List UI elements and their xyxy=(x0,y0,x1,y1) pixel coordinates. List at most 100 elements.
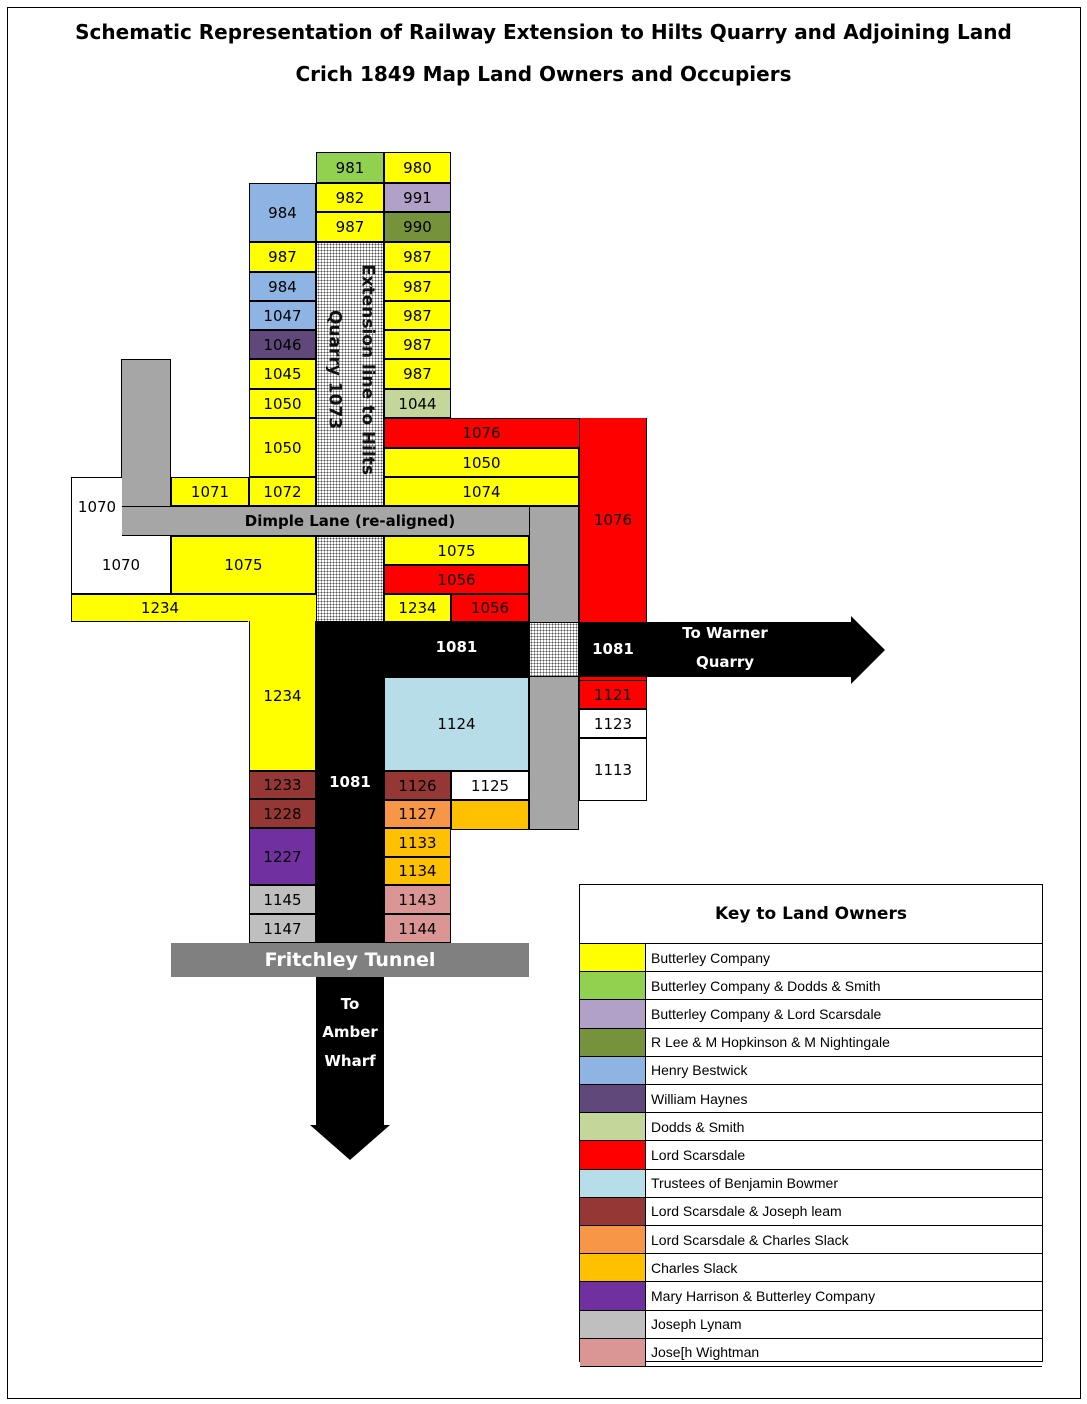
fritchley-tunnel xyxy=(171,943,529,977)
parcel-1076-label: 1076 xyxy=(593,511,633,529)
railway-crossing xyxy=(529,622,579,677)
fritchley-tunnel-label: Fritchley Tunnel xyxy=(264,949,436,971)
parcel-987: 987 xyxy=(384,272,451,301)
parcel-1134: 1134 xyxy=(384,857,451,885)
parcel-987: 987 xyxy=(316,212,384,242)
dimple-lane-north-arm xyxy=(121,359,171,507)
amber-wharf-arrow xyxy=(310,977,390,1160)
legend-item: Butterley Company & Lord Scarsdale xyxy=(580,1000,1042,1029)
parcel-984: 984 xyxy=(249,183,316,242)
legend-item: R Lee & M Hopkinson & M Nightingale xyxy=(580,1028,1042,1057)
parcel-1127: 1127 xyxy=(384,800,451,828)
railway-1081-label: 1081 xyxy=(435,638,478,656)
to-amber-wharf-line3: Wharf xyxy=(324,1052,376,1070)
legend-item: Charles Slack xyxy=(580,1254,1042,1283)
legend-swatch xyxy=(580,1141,646,1169)
legend-swatch xyxy=(580,1254,646,1282)
legend-swatch xyxy=(580,1169,646,1197)
legend-item: Joseph Lynam xyxy=(580,1310,1042,1339)
parcel-1070: 1070 xyxy=(71,536,171,594)
warner-arrow xyxy=(579,616,885,684)
legend-item: Trustees of Benjamin Bowmer xyxy=(580,1169,1042,1198)
parcel-1126: 1126 xyxy=(384,771,451,800)
railway-1081-label: 1081 xyxy=(592,640,634,658)
parcel-987: 987 xyxy=(249,242,316,272)
legend-label: Jose[h Wightman xyxy=(651,1344,760,1361)
legend-item: Lord Scarsdale & Charles Slack xyxy=(580,1226,1042,1255)
quarry-1073 xyxy=(316,242,384,506)
parcel-984: 984 xyxy=(249,272,316,301)
to-warner-quarry-line1: To Warner xyxy=(682,624,768,642)
parcel-1071: 1071 xyxy=(171,477,249,506)
parcel-1234: 1234 xyxy=(71,594,249,622)
parcel-987: 987 xyxy=(384,242,451,272)
parcel-1144: 1144 xyxy=(384,914,451,943)
parcel-1143: 1143 xyxy=(384,885,451,914)
map-title: Schematic Representation of Railway Exte… xyxy=(75,20,1012,44)
legend-label: Lord Scarsdale & Joseph leam xyxy=(651,1203,842,1220)
legend-label: William Haynes xyxy=(651,1090,748,1107)
legend-item: William Haynes xyxy=(580,1085,1042,1114)
parcel-1045: 1045 xyxy=(249,359,316,389)
railway-1081-horizontal xyxy=(316,622,529,677)
legend-swatch xyxy=(580,1085,646,1113)
legend-item: Mary Harrison & Butterley Company xyxy=(580,1282,1042,1311)
legend-swatch xyxy=(580,972,646,1000)
map-frame xyxy=(7,7,1081,1399)
legend-item: Henry Bestwick xyxy=(580,1056,1042,1085)
legend-title: Key to Land Owners xyxy=(580,885,1042,944)
extension-corridor xyxy=(316,536,384,622)
to-amber-wharf-line1: To xyxy=(340,995,360,1013)
extension-line-label: Extension line to Hilts xyxy=(357,264,378,476)
railway-1081-vertical xyxy=(316,677,384,943)
map-subtitle: Crich 1849 Map Land Owners and Occupiers xyxy=(295,62,792,86)
parcel-990: 990 xyxy=(384,212,451,242)
legend-swatch xyxy=(580,1000,646,1028)
legend-swatch xyxy=(580,1338,646,1366)
parcel-980: 980 xyxy=(384,152,451,183)
parcel-1234: 1234 xyxy=(249,621,316,771)
legend-label: Trustees of Benjamin Bowmer xyxy=(651,1175,838,1192)
parcel-1070: 1070 xyxy=(71,477,122,537)
parcel-1044: 1044 xyxy=(384,389,451,418)
legend-label: R Lee & M Hopkinson & M Nightingale xyxy=(651,1034,890,1051)
dimple-lane-road xyxy=(121,506,579,536)
parcel-991: 991 xyxy=(384,183,451,212)
legend-label: Charles Slack xyxy=(651,1259,738,1276)
parcel-1075: 1075 xyxy=(384,536,529,565)
parcel-1050: 1050 xyxy=(249,418,316,477)
legend-label: Butterley Company & Dodds & Smith xyxy=(651,977,881,994)
to-amber-wharf-line2: Amber xyxy=(322,1023,378,1041)
legend-item: Jose[h Wightman xyxy=(580,1338,1042,1367)
dimple-lane-label: Dimple Lane (re-aligned) xyxy=(244,512,456,530)
legend-label: Butterley Company xyxy=(651,949,771,966)
to-warner-quarry-line2: Quarry xyxy=(695,653,755,671)
parcel-1074: 1074 xyxy=(384,477,579,506)
quarry-label: Quarry 1073 xyxy=(324,310,345,430)
parcel-1125: 1125 xyxy=(451,771,529,800)
parcel-1056: 1056 xyxy=(384,565,529,594)
parcel-987: 987 xyxy=(384,330,451,359)
legend-item: Butterley Company & Dodds & Smith xyxy=(580,972,1042,1001)
legend-swatch xyxy=(580,1028,646,1056)
parcel-1233: 1233 xyxy=(249,771,316,799)
parcel-1047: 1047 xyxy=(249,301,316,330)
legend-swatch xyxy=(580,1197,646,1225)
parcel-981: 981 xyxy=(316,152,384,183)
legend-item: Butterley Company xyxy=(580,944,1042,973)
legend-item: Dodds & Smith xyxy=(580,1113,1042,1142)
parcel-1228: 1228 xyxy=(249,799,316,828)
legend-swatch xyxy=(580,1113,646,1141)
parcel-1056: 1056 xyxy=(451,594,529,622)
parcel-1046: 1046 xyxy=(249,330,316,359)
parcel-1050: 1050 xyxy=(384,448,579,477)
parcel-1075: 1075 xyxy=(171,536,316,594)
legend-label: Joseph Lynam xyxy=(651,1316,742,1333)
parcel-1124: 1124 xyxy=(384,677,529,771)
legend-label: Butterley Company & Lord Scarsdale xyxy=(651,1005,882,1022)
legend-swatch xyxy=(580,1226,646,1254)
legend-label: Henry Bestwick xyxy=(651,1062,748,1079)
legend-label: Mary Harrison & Butterley Company xyxy=(651,1287,876,1304)
legend-swatch xyxy=(580,1310,646,1338)
